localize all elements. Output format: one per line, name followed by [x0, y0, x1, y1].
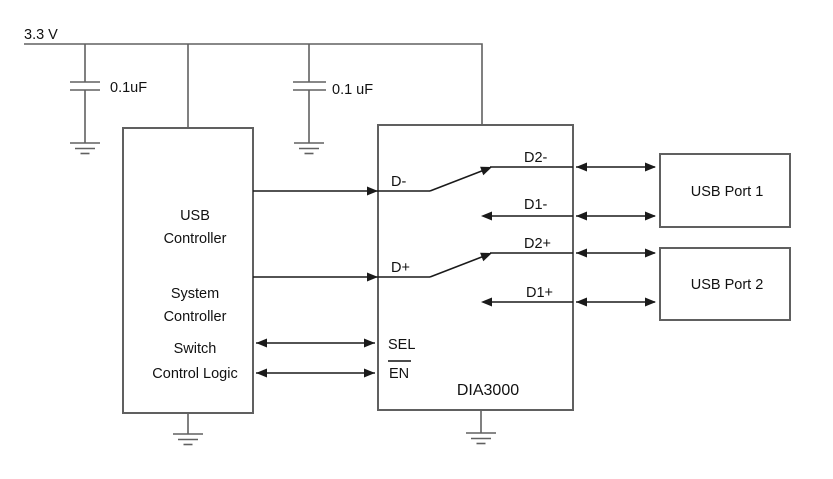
controller-text-line2: Controller	[164, 231, 227, 247]
sel-control-line: SEL	[256, 337, 415, 353]
pin-label-d1-minus: D1-	[524, 197, 548, 213]
pin-label-d2-plus: D2+	[524, 236, 551, 252]
dia3000-box	[377, 124, 574, 411]
ground-symbol-cap2	[294, 142, 324, 155]
d1-minus-arrowhead	[481, 211, 492, 221]
en-left-arrowhead	[256, 368, 267, 378]
sel-right-arrowhead	[364, 338, 375, 348]
en-control-line: EN	[256, 360, 411, 382]
dia3000-block: DIA3000	[377, 124, 574, 445]
port-lines	[576, 162, 656, 307]
d2-plus-port-line	[576, 248, 656, 258]
port-line-right-arrowhead	[645, 297, 656, 307]
controller-text-line1: USB	[180, 208, 210, 224]
d-plus-switch-throw	[429, 255, 484, 278]
ground-symbol-controller	[173, 433, 203, 446]
capacitor-1: 0.1uF	[70, 44, 147, 155]
power-rail: 3.3 V	[24, 27, 483, 128]
d-minus-arrowhead	[367, 186, 378, 196]
d1-plus-port-line	[576, 297, 656, 307]
port-line-right-arrowhead	[645, 162, 656, 172]
port-line-left-arrowhead	[576, 211, 587, 221]
d-plus-switch: D+ D2+ D1+	[253, 236, 573, 307]
d-plus-arrowhead	[367, 272, 378, 282]
controller-text-line4: Controller	[164, 309, 227, 325]
pin-label-d-minus: D-	[391, 174, 406, 190]
usb-port-1-label: USB Port 1	[691, 184, 764, 200]
port-line-left-arrowhead	[576, 297, 587, 307]
d-minus-switch-arrowhead	[480, 166, 492, 176]
usb-port-2-box	[659, 247, 791, 321]
usb-port-1-box	[659, 153, 791, 228]
cap2-value-label: 0.1 uF	[332, 82, 373, 98]
usb-port-2-block: USB Port 2	[659, 247, 791, 321]
d-plus-switch-arrowhead	[480, 252, 492, 262]
controller-text-line3: System	[171, 286, 219, 302]
pin-label-d-plus: D+	[391, 260, 410, 276]
usb-controller-block: USB Controller System Controller Switch …	[122, 127, 254, 446]
port-line-left-arrowhead	[576, 248, 587, 258]
d2-minus-port-line	[576, 162, 656, 172]
pin-label-sel: SEL	[388, 337, 415, 353]
usb-port-2-label: USB Port 2	[691, 277, 764, 293]
d-minus-switch: D- D2- D1-	[253, 150, 573, 221]
usb-port-1-block: USB Port 1	[659, 153, 791, 228]
d-minus-switch-throw	[429, 169, 484, 192]
port-line-left-arrowhead	[576, 162, 587, 172]
power-rail-label: 3.3 V	[24, 27, 58, 43]
cap1-value-label: 0.1uF	[110, 80, 147, 96]
d1-plus-arrowhead	[481, 297, 492, 307]
pin-label-en: EN	[389, 366, 409, 382]
d1-minus-port-line	[576, 211, 656, 221]
port-line-right-arrowhead	[645, 248, 656, 258]
sel-left-arrowhead	[256, 338, 267, 348]
pin-label-d1-plus: D1+	[526, 285, 553, 301]
pin-label-d2-minus: D2-	[524, 150, 548, 166]
controller-text-line5: Switch	[174, 341, 217, 357]
ground-symbol-dia3000	[466, 432, 496, 445]
dia3000-part-label: DIA3000	[457, 382, 519, 399]
controller-text-line6: Control Logic	[152, 366, 237, 382]
usb-controller-box	[122, 127, 254, 414]
ground-symbol-cap1	[70, 142, 100, 155]
port-line-right-arrowhead	[645, 211, 656, 221]
capacitor-2: 0.1 uF	[293, 44, 373, 155]
en-right-arrowhead	[364, 368, 375, 378]
power-rail-wire	[24, 43, 483, 125]
